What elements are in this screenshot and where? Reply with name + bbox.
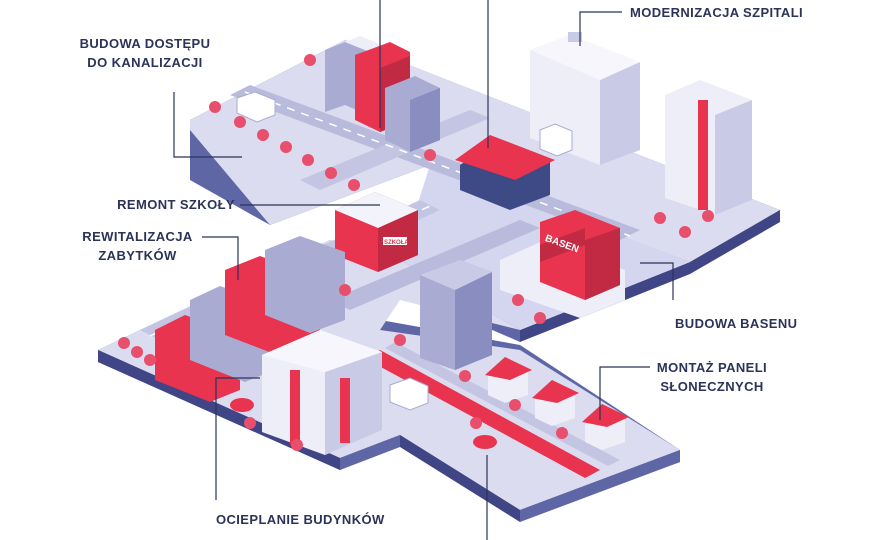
line-ocieplanie — [215, 377, 260, 500]
vehicles — [230, 91, 573, 449]
historic-buildings — [155, 236, 345, 402]
label-ocieplanie: OCIEPLANIE BUDYNKÓW — [216, 512, 385, 527]
label-basenu: BUDOWA BASENU — [675, 316, 798, 331]
solar-houses — [485, 357, 629, 450]
label-szkoly: REMONT SZKOŁY — [117, 197, 235, 212]
line-paneli — [599, 366, 650, 420]
tall-building-right — [665, 80, 752, 215]
town-hall — [455, 135, 555, 210]
label-kanalizacja: BUDOWA DOSTĘPU DO KANALIZACJI — [79, 36, 211, 70]
building-upper-left — [325, 36, 440, 152]
trees — [118, 54, 714, 451]
grey-tower — [420, 260, 492, 370]
pool-building — [500, 210, 625, 318]
line-kanalizacja — [173, 92, 242, 158]
label-szpitali: MODERNIZACJA SZPITALI — [630, 5, 804, 20]
callout-lines — [173, 0, 674, 540]
line-basenu — [640, 262, 674, 300]
label-zabytkow: REWITALIZACJA ZABYTKÓW — [82, 229, 193, 263]
school-sign: SZKOŁA — [384, 240, 409, 246]
school-building — [335, 192, 418, 272]
label-paneli: MONTAŻ PANELI SŁONECZNYCH — [656, 360, 768, 394]
line-zabytkow — [202, 236, 239, 280]
line-szpitali — [579, 11, 622, 46]
insulated-building — [262, 330, 382, 455]
